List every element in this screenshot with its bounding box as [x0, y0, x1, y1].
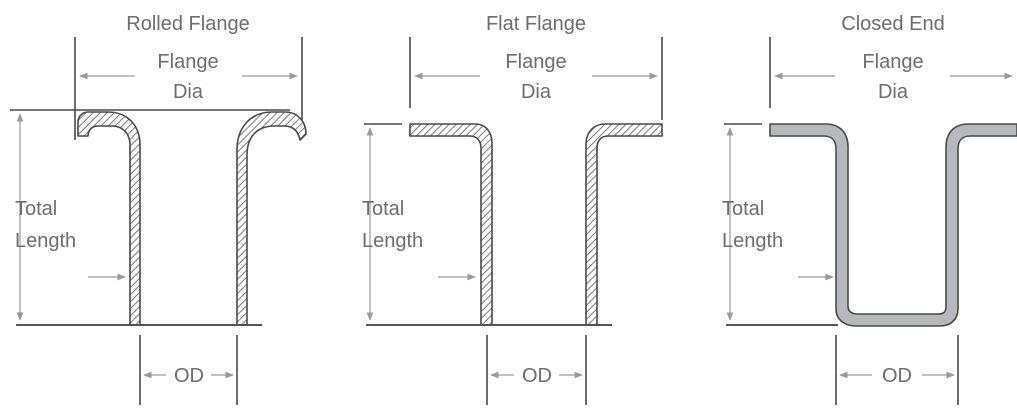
od-label: OD [882, 365, 912, 387]
length-label: Length [15, 230, 76, 252]
dia-label: Dia [878, 81, 909, 103]
total-label: Total [362, 198, 404, 220]
rolled-flange-panel: Rolled Flange Flange Dia Total Length OD [10, 13, 307, 405]
right-flat-wall [585, 123, 663, 326]
left-flat-wall [409, 123, 493, 326]
right-rolled-wall [236, 111, 307, 326]
od-label: OD [174, 365, 204, 387]
rolled-flange-title: Rolled Flange [126, 13, 249, 35]
closed-end-title: Closed End [841, 13, 944, 35]
flat-flange-panel: Flat Flange Flange Dia Total Length OD [362, 13, 663, 405]
length-label: Length [362, 230, 423, 252]
flange-label: Flange [505, 51, 566, 73]
total-label: Total [15, 198, 57, 220]
dia-label: Dia [173, 81, 204, 103]
total-label: Total [722, 198, 764, 220]
left-rolled-wall [77, 111, 141, 326]
flange-label: Flange [157, 51, 218, 73]
closed-end-panel: Closed End Flange Dia Total Length OD [722, 13, 1017, 405]
closed-end-cup-wall [769, 123, 1017, 327]
od-label: OD [522, 365, 552, 387]
flat-flange-title: Flat Flange [486, 13, 586, 35]
dia-label: Dia [521, 81, 552, 103]
flange-label: Flange [862, 51, 923, 73]
length-label: Length [722, 230, 783, 252]
